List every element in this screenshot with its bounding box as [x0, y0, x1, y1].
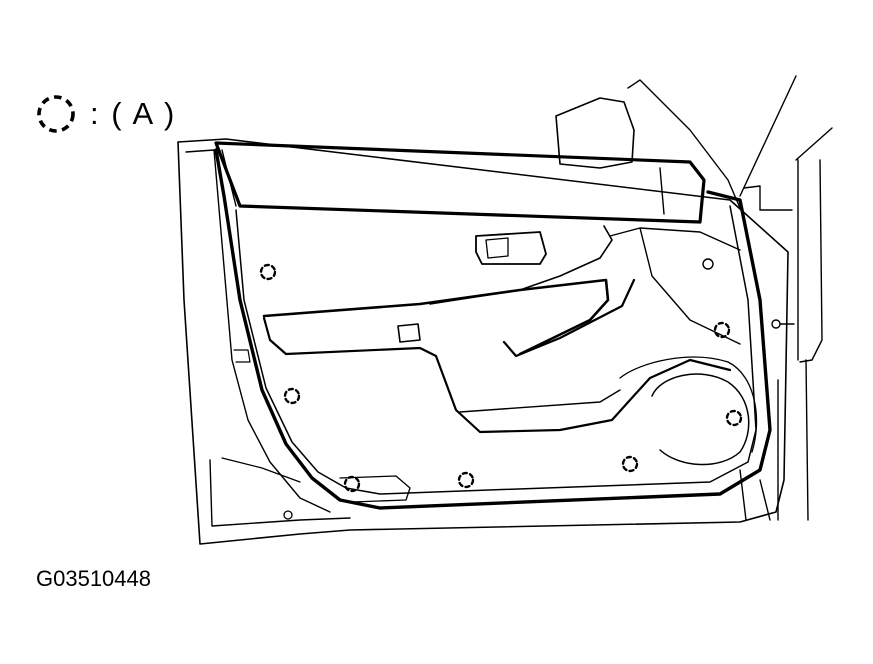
lower-panel-curve: [609, 227, 741, 345]
trim-panel-inner-line: [235, 205, 757, 495]
clip-marker-icon: [457, 471, 475, 489]
legend: : ( A ): [34, 92, 176, 136]
body-panel-right: [739, 127, 833, 521]
side-mirror: [555, 97, 635, 169]
door-pocket-line: [459, 389, 621, 413]
armrest-lower: [262, 316, 732, 434]
door-lower-sill: [209, 459, 351, 527]
legend-label: : ( A ): [90, 96, 177, 131]
clip-marker-icon: [621, 455, 639, 473]
speaker-outer: [619, 356, 758, 453]
clip-marker-icon: [713, 321, 731, 339]
clip-marker-icon: [37, 95, 75, 133]
speaker-grille: [651, 373, 750, 466]
armrest-pull-edge: [502, 278, 636, 358]
lower-pocket-detail: [339, 475, 411, 503]
b-pillar-upper: [743, 185, 793, 211]
door-sill-inner: [221, 457, 301, 483]
trim-panel-outline: [214, 148, 772, 510]
clip-marker-icon: [343, 475, 361, 493]
clip-marker-icon: [725, 409, 743, 427]
upper-trim-shadow: [221, 149, 665, 215]
power-window-switch: [397, 323, 421, 343]
window-frame-line: [739, 75, 797, 197]
door-frame-inner-edge: [185, 149, 331, 513]
clip-marker-icon: [259, 263, 277, 281]
inner-door-handle: [475, 231, 547, 265]
handle-surround: [429, 225, 613, 305]
upper-right-hole: [702, 258, 714, 270]
upper-trim-strip: [214, 141, 706, 224]
mirror-base: [627, 79, 741, 209]
armrest-upper: [262, 278, 610, 356]
frame-hole: [283, 510, 293, 520]
clip-marker-icon: [283, 387, 301, 405]
frame-bracket: [233, 349, 251, 363]
figure-code: G03510448: [36, 566, 151, 591]
inner-handle-recess: [485, 237, 509, 259]
door-frame-outline: [177, 138, 789, 545]
door-pin: [771, 319, 781, 329]
